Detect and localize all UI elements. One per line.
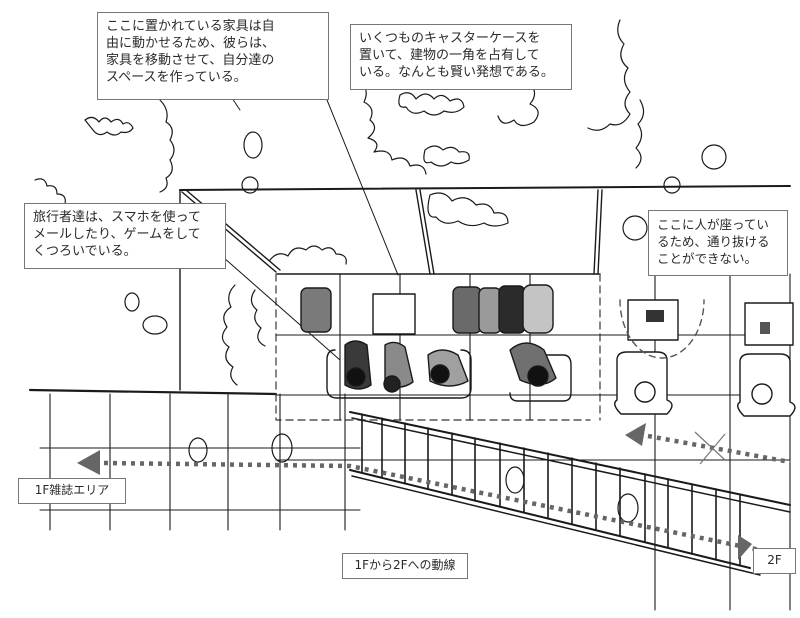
tree-foliage — [34, 19, 645, 386]
suitcase — [452, 286, 482, 334]
suitcase — [478, 287, 502, 334]
label-1f-magazine-area: 1F雑誌エリア — [18, 478, 126, 504]
suitcase — [300, 287, 332, 333]
suitcase — [498, 285, 526, 334]
suitcase — [522, 284, 554, 334]
arrowhead-up-left — [625, 423, 646, 446]
suitcases — [300, 284, 554, 334]
annotation-suitcases: いくつものキャスターケースを 置いて、建物の一角を占有して いる。なんとも賢い発… — [350, 24, 572, 90]
arrowhead-right — [738, 535, 752, 560]
flow-path-to-magazine — [103, 460, 761, 553]
blocked-cross-icon — [694, 431, 726, 465]
seated-travelers — [344, 340, 557, 393]
annotation-furniture: ここに置かれている家具は自 由に動かせるため、彼らは、 家具を移動させて、自分達… — [97, 12, 329, 100]
escalator — [349, 411, 791, 576]
blocked-flow-path — [647, 433, 791, 465]
label-2f: 2F — [753, 548, 796, 574]
annotation-travelers: 旅行者達は、スマホを使って メールしたり、ゲームをして くつろいでいる。 — [24, 203, 226, 269]
walking-figures — [124, 131, 727, 463]
flow-arrows — [77, 423, 791, 560]
arrowhead-left — [77, 450, 100, 475]
furniture — [326, 293, 796, 417]
building-structure — [28, 94, 791, 421]
annotation-blocked-passage: ここに人が座ってい るため、通り抜ける ことができない。 — [648, 210, 788, 276]
label-flow-1f-to-2f: 1Fから2Fへの動線 — [342, 553, 468, 579]
